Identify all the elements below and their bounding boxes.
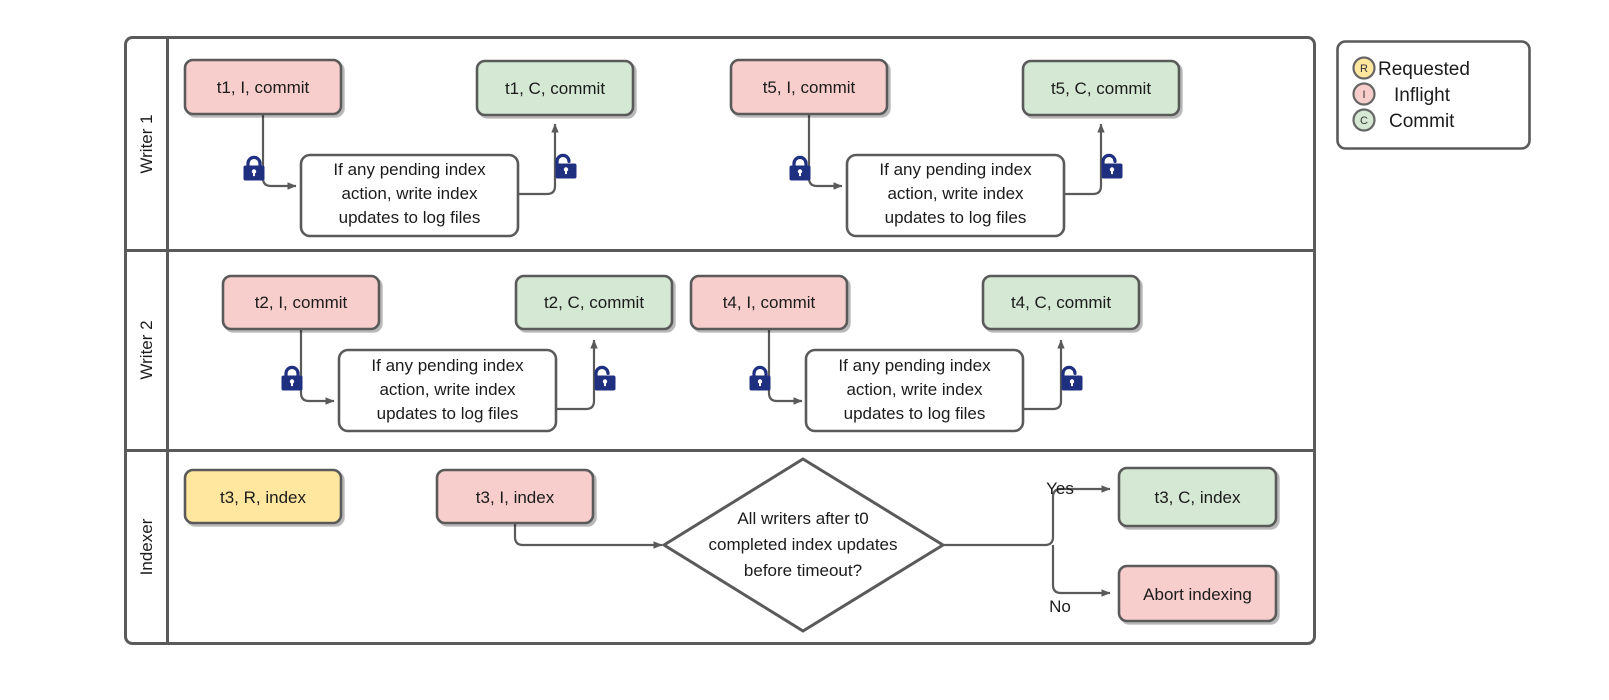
- legend-item-requested: R Requested: [1352, 56, 1470, 80]
- node-w1-process-1[interactable]: If any pending index action, write index…: [299, 153, 520, 238]
- node-label: t5, C, commit: [1051, 79, 1151, 98]
- node-ix-t3-commit[interactable]: t3, C, index: [1117, 466, 1278, 528]
- node-ix-t3-inflight[interactable]: t3, I, index: [435, 468, 595, 525]
- node-label: t1, I, commit: [217, 78, 310, 97]
- legend-label-requested: Requested: [1378, 59, 1470, 80]
- lane-label-writer2: Writer 2: [137, 320, 156, 379]
- process-line-3: updates to log files: [339, 208, 481, 227]
- lane-label-writer1: Writer 1: [137, 114, 156, 173]
- node-w2-t2-commit[interactable]: t2, C, commit: [514, 274, 674, 331]
- node-label: t4, C, commit: [1011, 293, 1111, 312]
- lock-closed-icon: [789, 155, 811, 181]
- node-label: t3, I, index: [476, 488, 555, 507]
- legend-badge-r: R: [1360, 63, 1368, 75]
- node-label: t4, I, commit: [723, 293, 816, 312]
- legend-item-inflight: I Inflight: [1352, 82, 1451, 106]
- legend-badge-i: I: [1362, 89, 1365, 101]
- process-line-1: If any pending index: [838, 356, 991, 375]
- process-line-1: If any pending index: [879, 160, 1032, 179]
- lock-open-icon: [594, 365, 616, 391]
- lock-open-icon: [1101, 153, 1123, 179]
- legend-label-inflight: Inflight: [1394, 85, 1451, 106]
- node-ix-abort-indexing[interactable]: Abort indexing: [1117, 564, 1278, 623]
- legend-item-commit: C Commit: [1352, 108, 1455, 132]
- decision-line-2: completed index updates: [708, 535, 897, 554]
- edge-label-no: No: [1049, 597, 1071, 616]
- node-w1-t5-inflight[interactable]: t5, I, commit: [729, 58, 889, 116]
- lock-closed-icon: [749, 365, 771, 391]
- lock-open-icon: [1061, 365, 1083, 391]
- node-ix-t3-requested[interactable]: t3, R, index: [183, 468, 343, 525]
- node-label: t3, C, index: [1155, 488, 1241, 507]
- process-line-2: action, write index: [887, 184, 1024, 203]
- node-w1-t1-commit[interactable]: t1, C, commit: [475, 59, 635, 117]
- process-line-1: If any pending index: [333, 160, 486, 179]
- node-label: t5, I, commit: [763, 78, 856, 97]
- process-line-1: If any pending index: [371, 356, 524, 375]
- node-w2-t2-inflight[interactable]: t2, I, commit: [221, 274, 381, 331]
- node-w1-t1-inflight[interactable]: t1, I, commit: [183, 58, 343, 116]
- node-w2-t4-inflight[interactable]: t4, I, commit: [689, 274, 849, 331]
- node-w1-t5-commit[interactable]: t5, C, commit: [1021, 59, 1181, 117]
- node-w2-process-1[interactable]: If any pending index action, write index…: [337, 348, 558, 433]
- writer2-edges: [299, 329, 1065, 411]
- lane-label-indexer: Indexer: [137, 518, 156, 575]
- legend-label-commit: Commit: [1389, 111, 1455, 132]
- lane-header-writer1: Writer 1: [137, 114, 156, 173]
- legend-badge-c: C: [1360, 115, 1368, 127]
- lock-open-icon: [555, 153, 577, 179]
- process-line-3: updates to log files: [844, 404, 986, 423]
- node-label: t3, R, index: [220, 488, 306, 507]
- process-line-3: updates to log files: [377, 404, 519, 423]
- node-decision-timeout-check[interactable]: All writers after t0 completed index upd…: [661, 457, 946, 633]
- node-label: t2, I, commit: [255, 293, 348, 312]
- node-w2-process-2[interactable]: If any pending index action, write index…: [804, 348, 1025, 433]
- node-w2-t4-commit[interactable]: t4, C, commit: [981, 274, 1141, 331]
- decision-line-3: before timeout?: [744, 561, 862, 580]
- lock-closed-icon: [281, 365, 303, 391]
- edge-label-yes: Yes: [1046, 479, 1074, 498]
- process-line-2: action, write index: [846, 380, 983, 399]
- node-label: Abort indexing: [1143, 585, 1252, 604]
- lane-header-indexer: Indexer: [137, 518, 156, 575]
- node-w1-process-2[interactable]: If any pending index action, write index…: [845, 153, 1066, 238]
- process-line-3: updates to log files: [885, 208, 1027, 227]
- decision-line-1: All writers after t0: [737, 509, 868, 528]
- legend-panel: R Requested I Inflight C Commit: [1336, 40, 1531, 150]
- indexer-edges: Yes No: [513, 479, 1111, 616]
- lane-header-writer2: Writer 2: [137, 320, 156, 379]
- node-label: t2, C, commit: [544, 293, 644, 312]
- process-line-2: action, write index: [341, 184, 478, 203]
- node-label: t1, C, commit: [505, 79, 605, 98]
- process-line-2: action, write index: [379, 380, 516, 399]
- lock-closed-icon: [243, 155, 265, 181]
